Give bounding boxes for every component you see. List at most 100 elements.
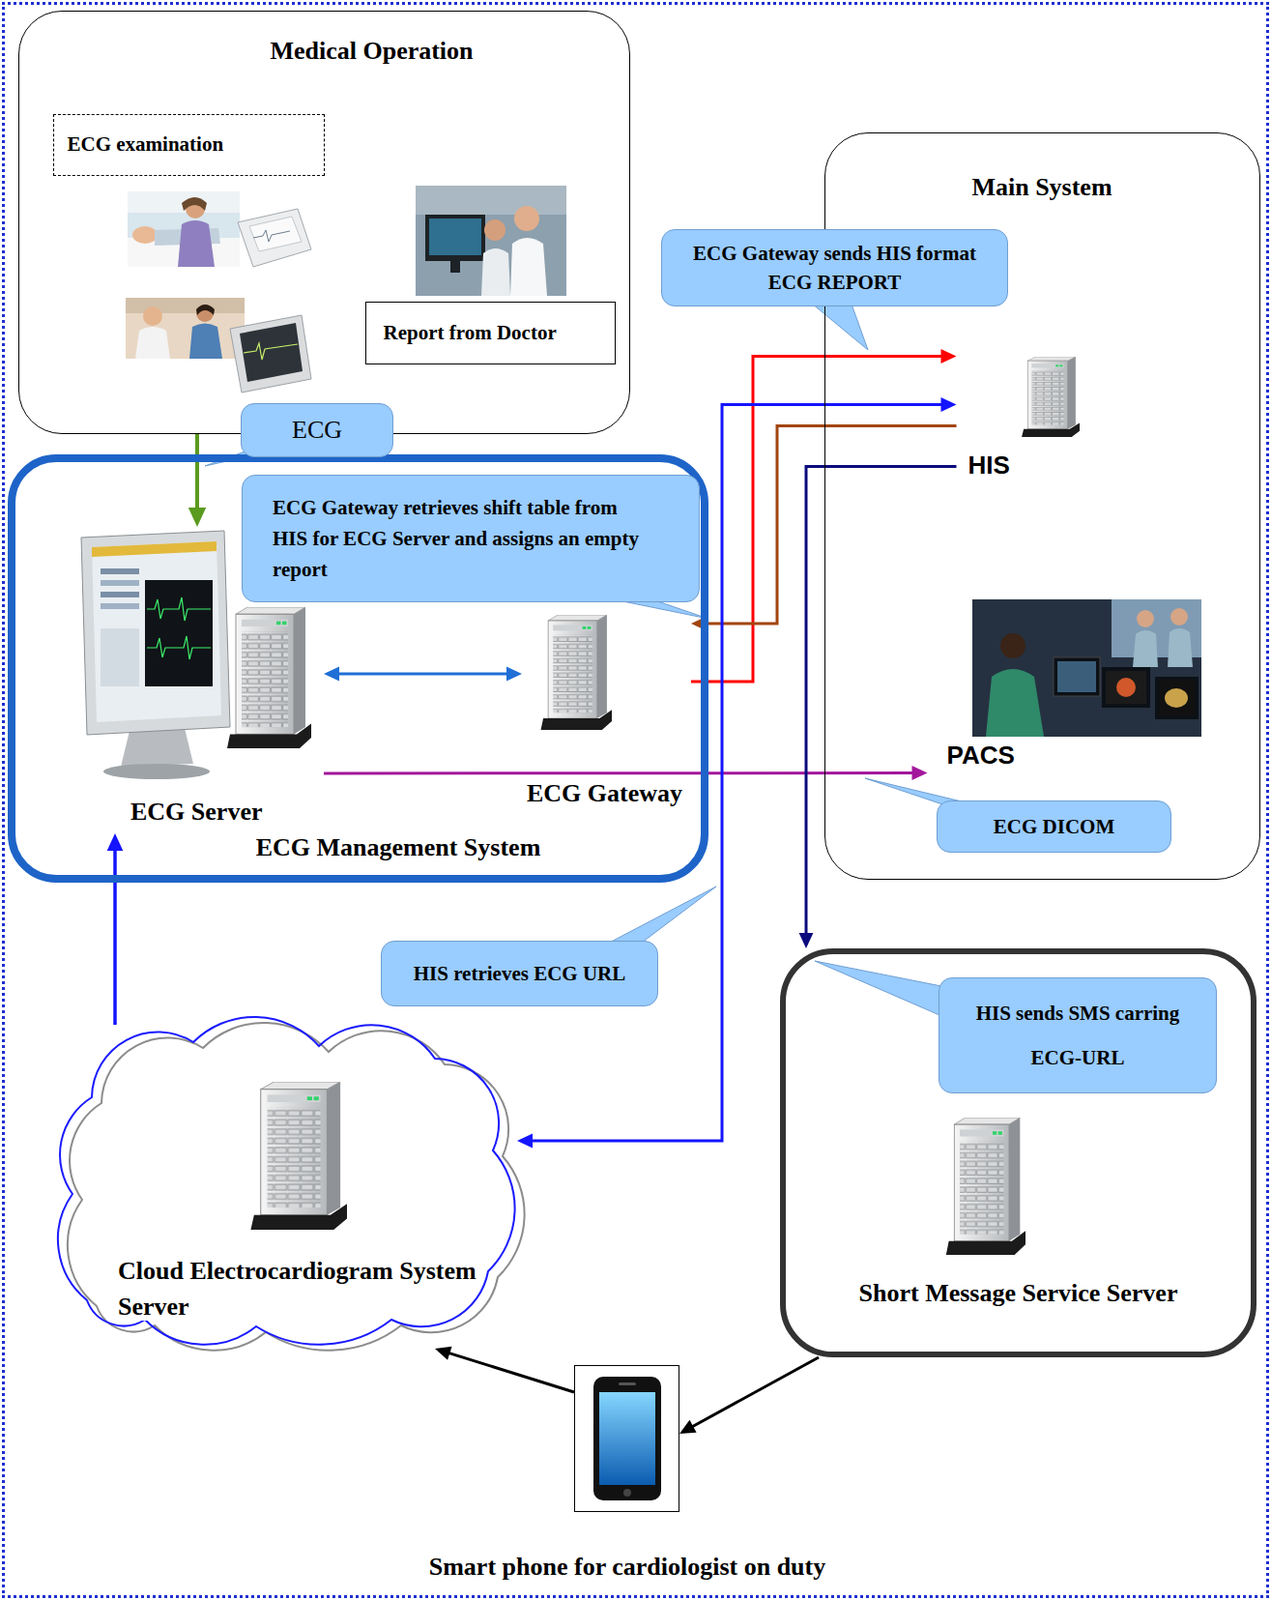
ecg-monitor-part (91, 541, 217, 557)
callout-holder: ECG Gateway sends HIS format ECG REPORT (661, 229, 1009, 307)
doctor-photo-part (415, 185, 567, 215)
ecg-exam-photo-part (135, 326, 171, 359)
panel-title: Main System (825, 173, 1259, 203)
pacs-photo-part (1155, 676, 1199, 720)
server-label: PACS (947, 740, 1054, 770)
box-label: ECG examination (67, 132, 315, 156)
callout-tail (598, 886, 717, 949)
ecg-machine-part (253, 230, 290, 242)
arrow-head (506, 666, 522, 682)
arrow-head (434, 1346, 453, 1360)
box-label: Report from Doctor (383, 320, 608, 345)
server-label: Short Message Service Server (785, 1278, 1251, 1308)
doctor-photo (415, 185, 567, 296)
arrow-head (679, 1419, 697, 1434)
panel-title: ECG Management System (233, 833, 563, 863)
callout-text: HIS sends SMS carring ECG-URL (938, 977, 1217, 1094)
connector-line (336, 672, 510, 676)
ecg-data-arrow (188, 433, 206, 527)
ecg-exam-photo-part (132, 226, 158, 244)
server-label: ECG Server (130, 797, 319, 827)
device-label: Smart phone for cardiologist on duty (385, 1552, 869, 1582)
report-box: Report from Doctor (365, 301, 616, 365)
server-label: HIS (968, 450, 1037, 480)
connector-line (806, 466, 957, 937)
pacs-photo (972, 599, 1202, 737)
ecg-monitor-part (100, 568, 140, 575)
callout-holder: ECG Gateway retrieves shift table from H… (241, 474, 700, 603)
pacs-photo-part (1116, 677, 1136, 697)
ecg-monitor (81, 530, 231, 780)
doctor-photo-part (450, 260, 461, 273)
ecg-monitor-part (146, 597, 211, 621)
ecg-monitor-part (144, 579, 213, 687)
phone-icon-part (593, 1376, 662, 1501)
ecg-exam-photo-part (125, 297, 245, 359)
sms-delivery-arrow (679, 1357, 819, 1434)
url-open-arrow (434, 1346, 575, 1392)
doctor-photo-part (415, 185, 567, 296)
phone-icon-part (623, 1488, 632, 1497)
phone-icon (593, 1376, 662, 1501)
connector-line (195, 433, 200, 511)
connector-line (690, 1357, 819, 1428)
callout-holder: HIS sends SMS carring ECG-URL (938, 977, 1217, 1094)
sync-arrow (323, 666, 522, 682)
arrow-head (941, 348, 957, 364)
arrow-head (188, 507, 206, 527)
pacs-photo-part (1053, 657, 1100, 696)
doctor-photo-part (481, 248, 511, 296)
pacs-photo-part (1170, 607, 1188, 626)
ecg-exam-photo (125, 297, 245, 359)
exam-box: ECG examination (53, 114, 325, 176)
ecg-monitor-part (100, 591, 140, 598)
ecg-monitor-part (146, 635, 211, 660)
connector-line (323, 771, 916, 776)
ecg-machine (237, 208, 312, 267)
ecg-exam-photo (127, 191, 240, 267)
server-label: Cloud Electrocardiogram System Server (117, 1256, 477, 1321)
callout-holder: HIS retrieves ECG URL (380, 940, 659, 1007)
ecg-exam-photo-part (143, 306, 163, 326)
ecg-machine (230, 315, 312, 393)
dicom-arrow (323, 765, 928, 780)
arrow-head (912, 765, 928, 780)
doctor-photo-part (514, 205, 540, 232)
callout-tail (814, 960, 947, 1018)
ecg-gateway: ECG Gateway (521, 604, 692, 812)
server-icon (1021, 356, 1080, 437)
ecg-monitor-part (91, 541, 222, 723)
doctor-photo-part (425, 214, 486, 261)
sms-arrow (799, 466, 957, 950)
cloud-outline-shadow (67, 1022, 525, 1351)
ecg-monitor-part (103, 763, 210, 780)
ecg-exam-photo-part (127, 191, 240, 213)
ecg-exam-photo-part (196, 304, 214, 322)
doctor-photo-part (510, 237, 548, 296)
ecg-monitor-part (100, 579, 140, 586)
ecg-exam-photo-part (127, 191, 240, 267)
pacs-photo-part (1136, 609, 1155, 628)
server-icon (541, 614, 612, 730)
phone-icon-part (599, 1391, 656, 1485)
arrow-head (107, 833, 124, 851)
doctor-photo-part (484, 219, 506, 241)
callout-holder: ECG DICOM (936, 800, 1172, 853)
doctor-photo-part (429, 218, 482, 256)
ecg-exam-photo-part (196, 304, 215, 316)
arrow-head (941, 397, 957, 412)
ecg-monitor-part (100, 628, 140, 687)
pacs-photo-part (1132, 630, 1158, 667)
his-server: HIS (956, 349, 1088, 484)
server-icon (227, 606, 312, 749)
pacs-photo-part (1101, 666, 1151, 708)
ecg-machine-part (249, 216, 302, 252)
ecg-machine-part (239, 322, 303, 382)
pacs-photo-part (1158, 680, 1195, 716)
callout-text: HIS retrieves ECG URL (380, 940, 659, 1007)
panel-title: Medical Operation (114, 36, 630, 66)
ecg-exam-photo-part (181, 197, 207, 211)
callout-text: ECG DICOM (936, 800, 1172, 853)
ecg-exam-photo-part (177, 220, 215, 267)
